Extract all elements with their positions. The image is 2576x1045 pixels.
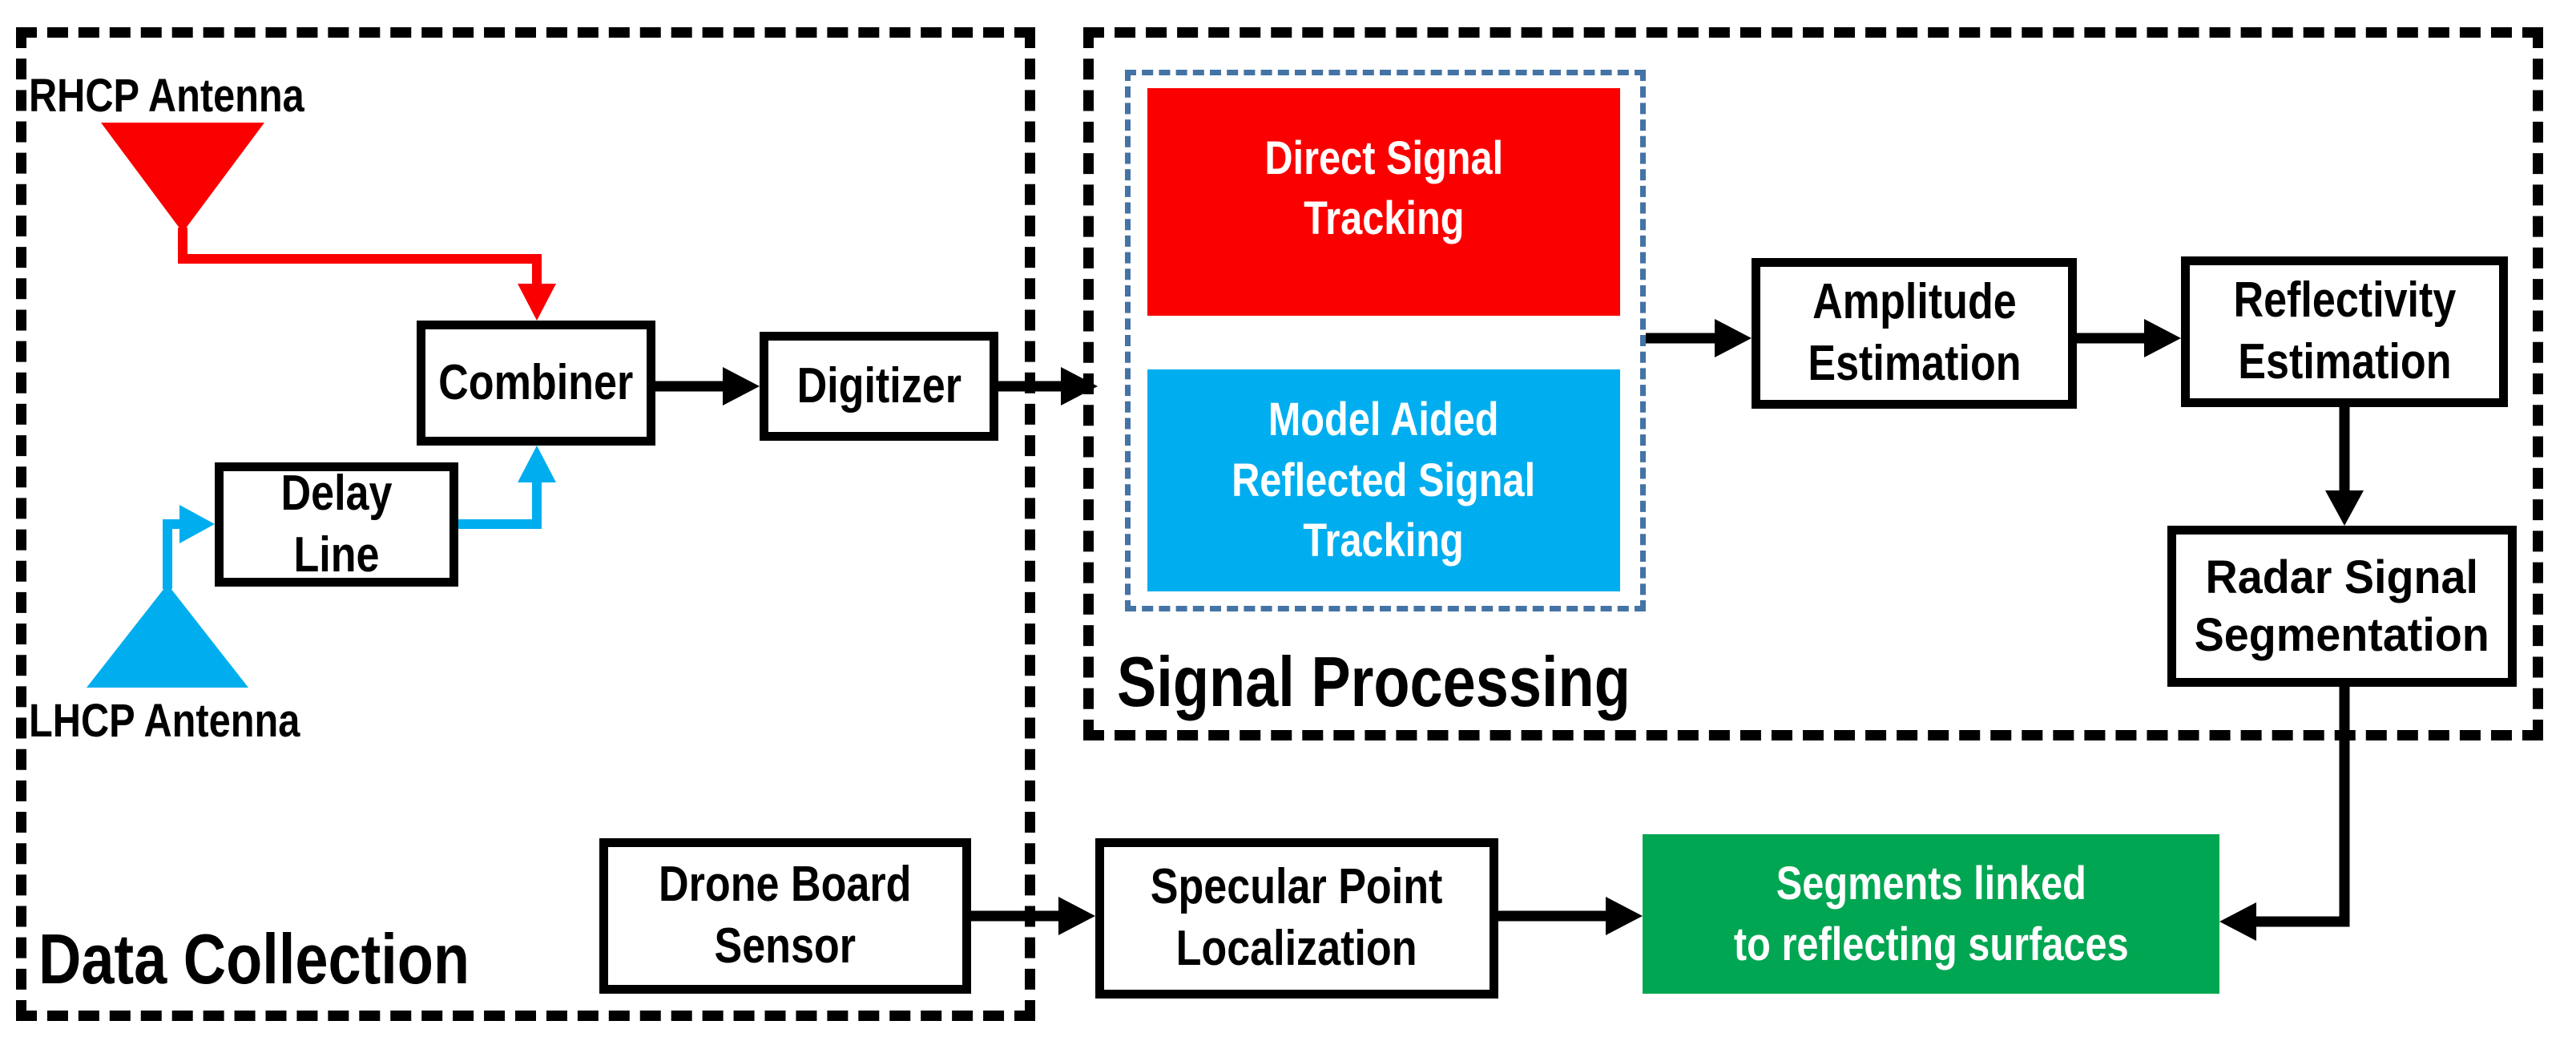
digitizer-box: Digitizer	[760, 332, 998, 441]
amplitude-line2: Estimation	[1807, 336, 2022, 391]
reflectivity-line1: Reflectivity	[2233, 272, 2456, 329]
lhcp-to-delayline-wire	[163, 519, 181, 589]
rhcp-antenna-icon	[101, 123, 264, 232]
lhcp-antenna-label-text: LHCP Antenna	[29, 695, 300, 747]
rhcp-antenna-label-text: RHCP Antenna	[29, 70, 304, 122]
lhcp-to-delayline-arrowhead-icon	[179, 505, 215, 543]
reflectivity-estimation-box: Reflectivity Estimation	[2181, 256, 2508, 407]
amplitude-line1: Amplitude	[1812, 274, 2017, 330]
reflectivity-line2: Estimation	[2237, 334, 2452, 389]
delayline-to-combiner-arrowhead-icon	[518, 446, 556, 482]
radar-signal-segmentation-box: Radar Signal Segmentation	[2167, 526, 2517, 687]
combiner-to-digitizer-arrowhead-icon	[723, 367, 760, 405]
amplitude-to-reflectivity-arrowhead-icon	[2144, 319, 2181, 357]
combiner-box-label: Combiner	[438, 354, 634, 410]
drone-to-specular-arrowhead-icon	[1058, 897, 1095, 935]
data-collection-section-box	[16, 27, 1035, 1021]
data-collection-label: Data Collection	[38, 918, 552, 1000]
direct-tracking-line1: Direct Signal	[1264, 131, 1503, 184]
amplitude-estimation-box-label: Amplitude Estimation	[1808, 272, 2021, 395]
lhcp-antenna-label: LHCP Antenna	[29, 694, 352, 748]
delayline-to-combiner-wire	[458, 479, 542, 529]
model-aided-reflected-tracking-box: Model Aided Reflected Signal Tracking	[1147, 369, 1620, 591]
radar-to-segments-arrowhead-icon	[2219, 902, 2256, 941]
specular-point-line2: Localization	[1176, 921, 1417, 976]
segments-linked-box: Segments linked to reflecting surfaces	[1643, 834, 2219, 994]
delay-line-box: Delay Line	[215, 462, 458, 587]
signal-processing-label-text: Signal Processing	[1117, 642, 1631, 721]
drone-board-sensor-line1: Drone Board	[659, 857, 912, 913]
direct-signal-tracking-box-label: Direct Signal Tracking	[1264, 128, 1503, 249]
radar-to-segments-wire	[2253, 687, 2350, 927]
segments-line1: Segments linked	[1776, 857, 2086, 910]
reflectivity-estimation-box-label: Reflectivity Estimation	[2233, 270, 2456, 393]
black-arrow-group	[655, 333, 2350, 927]
combiner-box: Combiner	[417, 321, 655, 446]
radar-signal-segmentation-box-label: Radar Signal Segmentation	[2195, 549, 2489, 664]
radar-line2: Segmentation	[2194, 608, 2490, 661]
segments-linked-box-label: Segments linked to reflecting surfaces	[1734, 853, 2129, 974]
signal-processing-label: Signal Processing	[1117, 641, 1728, 723]
data-collection-label-text: Data Collection	[38, 919, 470, 999]
tracking-group-box	[1125, 70, 1646, 611]
drone-board-sensor-line2: Sensor	[714, 918, 857, 974]
reflectivity-to-radar-arrowhead-icon	[2325, 490, 2364, 526]
specular-to-segments-arrowhead-icon	[1606, 897, 1643, 935]
digitizer-to-signal-processing-arrowhead-icon	[1061, 367, 1098, 405]
model-aided-line2: Reflected Signal	[1232, 454, 1536, 506]
amplitude-estimation-box: Amplitude Estimation	[1752, 258, 2077, 409]
segments-line2: to reflecting surfaces	[1733, 918, 2129, 970]
black-arrowhead-group	[723, 319, 2364, 941]
radar-line1: Radar Signal	[2205, 551, 2479, 603]
specular-point-localization-box-label: Specular Point Localization	[1151, 857, 1443, 980]
rhcp-to-combiner-wire	[178, 228, 542, 288]
direct-tracking-line2: Tracking	[1303, 192, 1465, 244]
specular-point-line1: Specular Point	[1151, 859, 1443, 915]
lhcp-antenna-icon	[87, 584, 248, 688]
specular-point-localization-box: Specular Point Localization	[1095, 838, 1498, 999]
rhcp-to-combiner-arrowhead-icon	[518, 284, 556, 321]
rhcp-antenna-label: RHCP Antenna	[29, 69, 357, 123]
model-aided-reflected-tracking-box-label: Model Aided Reflected Signal Tracking	[1232, 389, 1535, 571]
drone-board-sensor-box-label: Drone Board Sensor	[659, 854, 911, 978]
signal-processing-section-box	[1083, 27, 2543, 740]
drone-board-sensor-box: Drone Board Sensor	[599, 838, 971, 994]
direct-signal-tracking-box: Direct Signal Tracking	[1147, 88, 1620, 316]
model-aided-line3: Tracking	[1303, 514, 1465, 567]
tracking-to-amplitude-arrowhead-icon	[1715, 319, 1752, 357]
delay-line-box-label: Delay Line	[280, 465, 393, 583]
digitizer-box-label: Digitizer	[796, 357, 961, 414]
model-aided-line1: Model Aided	[1268, 393, 1499, 446]
